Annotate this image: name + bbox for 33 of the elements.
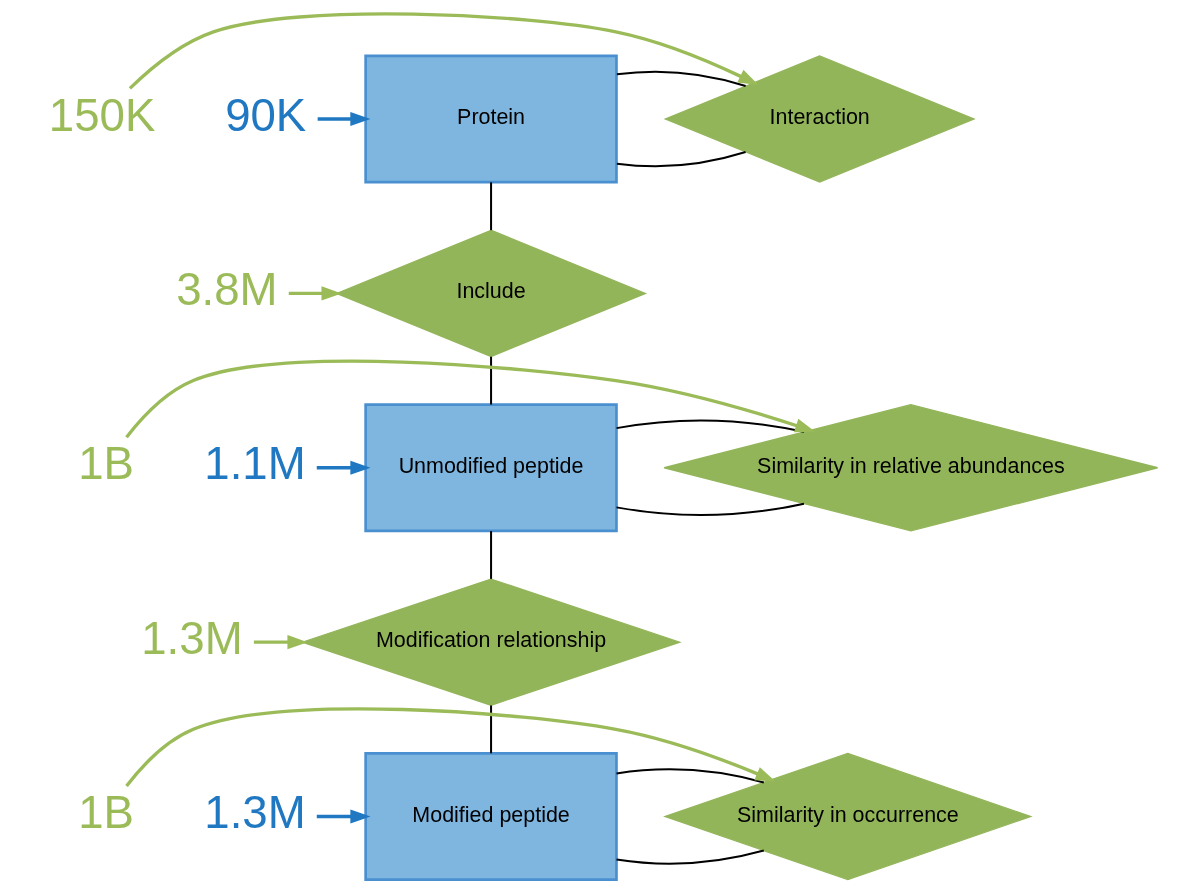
node-text: 1B xyxy=(78,438,134,490)
node-diamond: Similarity in relative abundances xyxy=(663,404,1159,532)
arrow xyxy=(316,809,371,824)
connector xyxy=(490,182,493,231)
connector xyxy=(616,419,805,433)
node-text: 1.1M xyxy=(204,438,306,490)
node-box: Modified peptide xyxy=(364,752,618,881)
arrow xyxy=(317,111,371,127)
connector xyxy=(490,356,493,405)
arrow xyxy=(316,460,371,475)
connector xyxy=(616,849,765,865)
node-diamond: Similarity in occurrence xyxy=(663,752,1033,881)
node-text: 3.8M xyxy=(176,264,278,316)
arrow xyxy=(128,12,759,90)
node-box: Unmodified peptide xyxy=(364,403,618,533)
connector xyxy=(616,151,746,168)
arrow xyxy=(288,286,342,301)
node-text: 1.3M xyxy=(204,787,306,839)
arrow xyxy=(125,359,816,439)
node-text: 90K xyxy=(225,89,307,141)
arrow xyxy=(253,635,308,650)
node-text: 1.3M xyxy=(141,612,243,664)
node-text: 1B xyxy=(78,787,134,839)
connector xyxy=(490,531,493,579)
connector xyxy=(616,502,805,516)
arrow xyxy=(125,707,776,788)
connector xyxy=(616,70,746,87)
connector xyxy=(616,768,765,784)
node-text: 150K xyxy=(48,89,156,141)
connector xyxy=(490,705,493,754)
node-box: Protein xyxy=(364,54,618,184)
node-diamond: Include xyxy=(335,229,648,358)
node-diamond: Interaction xyxy=(663,55,976,183)
